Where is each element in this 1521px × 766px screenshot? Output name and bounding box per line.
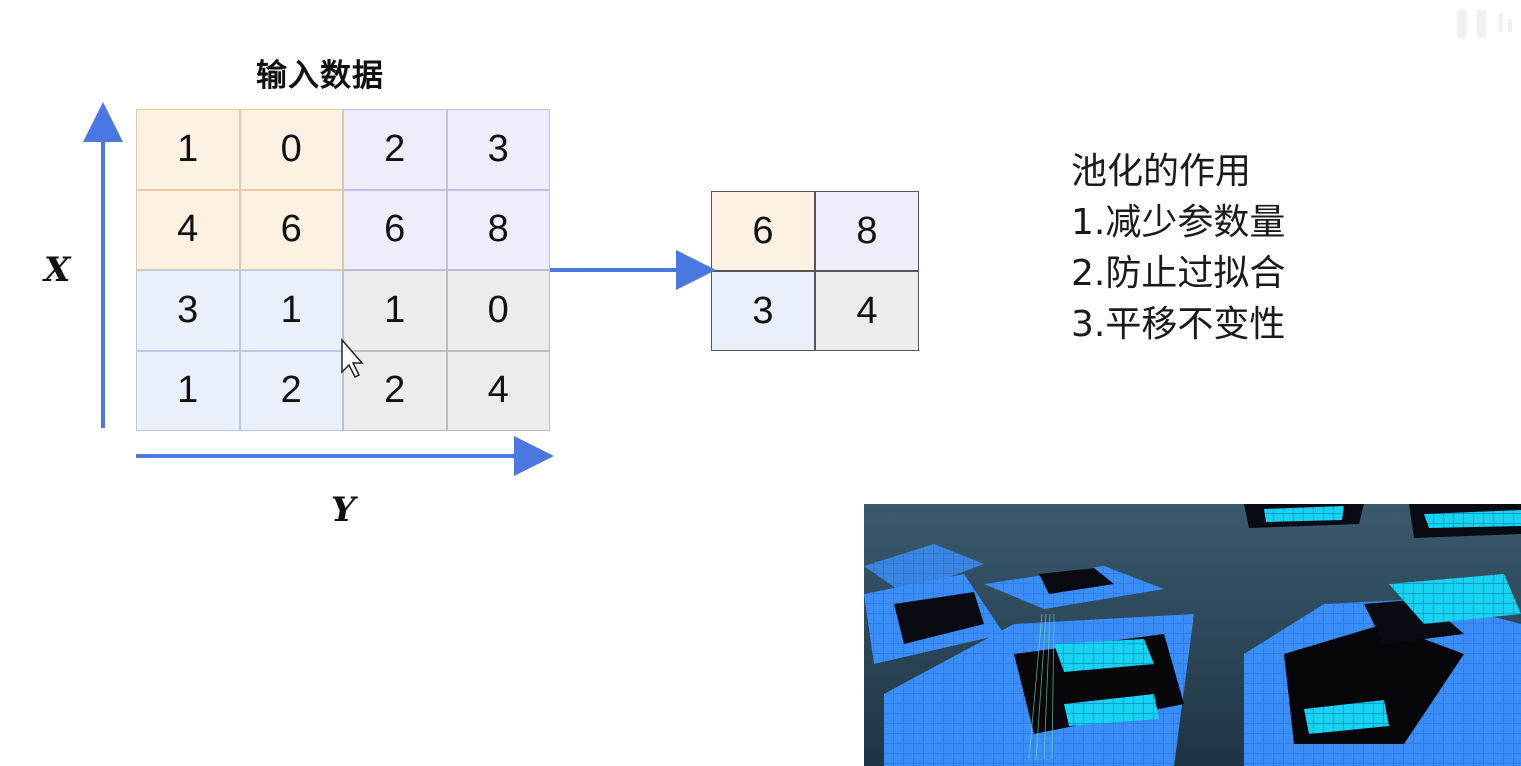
input-cell: 6 xyxy=(343,189,447,270)
input-cell: 2 xyxy=(343,350,447,431)
watermark-logo: ▌▌lı xyxy=(1457,10,1515,38)
input-cell: 0 xyxy=(239,109,343,190)
notes-item: 1.减少参数量 xyxy=(1071,202,1286,243)
output-cell: 4 xyxy=(815,271,919,351)
pooling-notes: 池化的作用 1.减少参数量 2.防止过拟合 3.平移不变性 xyxy=(1071,146,1285,350)
output-cell: 3 xyxy=(711,271,815,351)
input-cell: 1 xyxy=(343,270,447,351)
notes-item: 3.平移不变性 xyxy=(1071,304,1286,345)
input-cell: 3 xyxy=(136,270,240,351)
input-cell: 6 xyxy=(239,189,343,270)
input-cell: 2 xyxy=(343,109,447,190)
input-cell: 1 xyxy=(136,109,240,190)
input-cell: 3 xyxy=(446,109,550,190)
input-cell: 1 xyxy=(239,270,343,351)
output-cell: 6 xyxy=(711,191,815,271)
y-axis-label: Y xyxy=(331,490,356,530)
video-thumbnail xyxy=(864,504,1521,766)
x-axis-label: X xyxy=(44,250,71,290)
mouse-cursor-icon xyxy=(341,337,364,379)
pixel-grid-illustration xyxy=(864,504,1521,766)
output-cell: 8 xyxy=(815,191,919,271)
notes-item: 2.防止过拟合 xyxy=(1071,253,1286,294)
input-data-title: 输入数据 xyxy=(256,58,384,94)
notes-heading: 池化的作用 xyxy=(1071,151,1252,192)
input-cell: 4 xyxy=(446,350,550,431)
input-cell: 4 xyxy=(136,189,240,270)
input-cell: 2 xyxy=(239,350,343,431)
input-cell: 8 xyxy=(446,189,550,270)
input-cell: 1 xyxy=(136,350,240,431)
input-cell: 0 xyxy=(446,270,550,351)
